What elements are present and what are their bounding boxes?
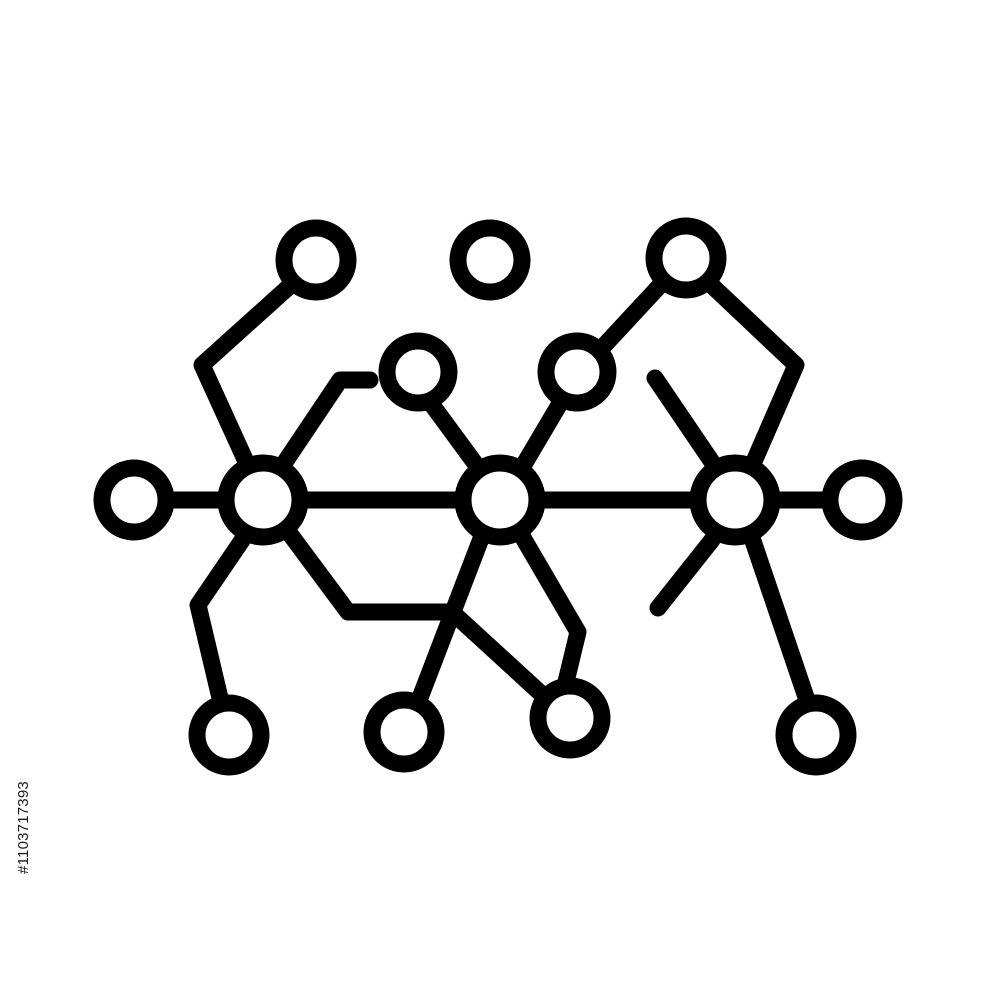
connector-line: [189, 527, 254, 707]
connector-line: [697, 271, 805, 475]
connector-line: [281, 525, 557, 709]
connection-lines: [159, 271, 835, 712]
connector-line: [514, 391, 571, 475]
leaf-node: [275, 219, 357, 301]
connector-line: [193, 274, 302, 475]
stock-id-text: #1103717393: [14, 781, 32, 874]
connector-line: [646, 369, 721, 471]
hub-node: [217, 454, 309, 546]
leaf-node: [537, 332, 617, 412]
connector-line: [591, 271, 674, 359]
leaf-node: [188, 694, 270, 776]
stock-id-label: #1103717393: [7, 765, 39, 890]
hub-node: [454, 454, 546, 546]
connector-line: [743, 529, 817, 712]
connector-line: [409, 527, 491, 712]
hub-node: [689, 454, 781, 546]
connector-line: [649, 531, 721, 617]
leaf-node: [775, 694, 857, 776]
leaf-node: [529, 677, 611, 759]
leaf-node: [449, 219, 531, 301]
connector-line: [513, 527, 587, 699]
connector-line: [276, 371, 379, 471]
leaf-node: [645, 217, 727, 299]
graph-nodes: [93, 217, 903, 776]
leaf-node: [378, 332, 458, 412]
leaf-node: [363, 691, 445, 773]
leaf-node: [93, 459, 175, 541]
leaf-node: [821, 459, 903, 541]
connector-line: [421, 393, 486, 475]
